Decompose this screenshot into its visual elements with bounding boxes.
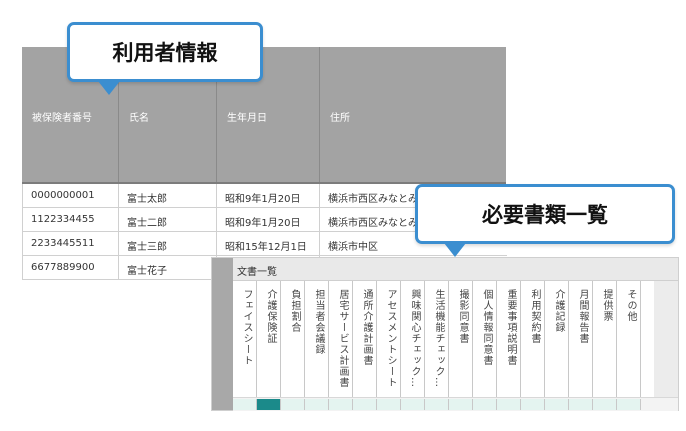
- document-column-header[interactable]: 介護保険証: [257, 281, 281, 397]
- insured-number-cell: 1122334455: [23, 208, 119, 231]
- document-column-label: 生活機能チェック…: [433, 289, 444, 388]
- documents-callout: 必要書類一覧: [415, 184, 675, 244]
- document-status-cell[interactable]: [473, 399, 497, 410]
- document-column-header[interactable]: 提供票: [593, 281, 617, 397]
- header-address[interactable]: 住所: [330, 113, 350, 124]
- document-status-cell[interactable]: [425, 399, 449, 410]
- document-status-cell[interactable]: [257, 399, 281, 410]
- user-info-callout: 利用者情報: [67, 22, 263, 82]
- document-column-label: その他: [625, 289, 636, 322]
- document-status-cell[interactable]: [281, 399, 305, 410]
- document-list-title: 文書一覧: [237, 267, 277, 278]
- insured-number-cell: 2233445511: [23, 232, 119, 255]
- document-column-label: 撮影同意書: [457, 289, 468, 344]
- document-column-header[interactable]: 撮影同意書: [449, 281, 473, 397]
- name-cell: 富士太郎: [119, 184, 217, 207]
- header-insured-number[interactable]: 被保険者番号: [22, 47, 119, 182]
- document-list-panel: 文書一覧 フェイスシート 介護保険証 負担割合 担当者会議録 居宅サービス計画書 通所介護…: [212, 258, 678, 411]
- birthdate-cell: 昭和15年12月1日: [217, 232, 320, 255]
- address-cell: 横浜市西区みなとみ: [328, 218, 418, 229]
- name-cell: 富士二郎: [119, 208, 217, 231]
- document-status-cell[interactable]: [233, 399, 257, 410]
- document-list-titlebar: 文書一覧: [233, 258, 678, 281]
- document-status-cell[interactable]: [545, 399, 569, 410]
- document-status-cell[interactable]: [521, 399, 545, 410]
- document-status-cell[interactable]: [305, 399, 329, 410]
- insured-number-cell: 6677889900: [23, 256, 119, 279]
- document-column-header[interactable]: 生活機能チェック…: [425, 281, 449, 397]
- document-column-label: 介護記録: [553, 289, 564, 333]
- birthdate-cell: 昭和9年1月20日: [217, 208, 320, 231]
- scrollbar[interactable]: [654, 281, 678, 397]
- document-status-cell[interactable]: [329, 399, 353, 410]
- birthdate-cell: 昭和9年1月20日: [217, 184, 320, 207]
- document-column-header[interactable]: 利用契約書: [521, 281, 545, 397]
- user-info-callout-pointer: [98, 81, 120, 95]
- document-column-header[interactable]: 通所介護計画書: [353, 281, 377, 397]
- document-column-header[interactable]: 月間報告書: [569, 281, 593, 397]
- document-column-label: 介護保険証: [265, 289, 276, 344]
- document-column-label: アセスメントシート: [385, 289, 396, 388]
- document-column-label: 利用契約書: [529, 289, 540, 344]
- document-status-cell[interactable]: [617, 399, 641, 410]
- document-column-header[interactable]: その他: [617, 281, 641, 397]
- documents-callout-label: 必要書類一覧: [482, 204, 608, 227]
- document-status-cell[interactable]: [449, 399, 473, 410]
- document-column-header[interactable]: 重要事項説明書: [497, 281, 521, 397]
- user-info-callout-label: 利用者情報: [112, 42, 218, 65]
- document-column-label: 個人情報同意書: [481, 289, 492, 366]
- document-column-header[interactable]: 担当者会議録: [305, 281, 329, 397]
- document-status-cell[interactable]: [497, 399, 521, 410]
- header-name[interactable]: 氏名: [119, 47, 217, 182]
- document-status-cell[interactable]: [569, 399, 593, 410]
- document-column-header[interactable]: 介護記録: [545, 281, 569, 397]
- insured-number-cell: 0000000001: [23, 184, 119, 207]
- document-column-header[interactable]: 興味関心チェック…: [401, 281, 425, 397]
- document-column-label: 月間報告書: [577, 289, 588, 344]
- document-status-cell[interactable]: [401, 399, 425, 410]
- documents-callout-pointer: [444, 243, 466, 257]
- address-cell: 横浜市西区みなとみ: [328, 194, 418, 205]
- name-cell: 富士花子: [119, 256, 217, 279]
- document-column-label: 居宅サービス計画書: [337, 289, 348, 388]
- document-column-header[interactable]: 個人情報同意書: [473, 281, 497, 397]
- document-column-header[interactable]: フェイスシート: [233, 281, 257, 397]
- document-column-label: 負担割合: [289, 289, 300, 333]
- document-column-header[interactable]: 居宅サービス計画書: [329, 281, 353, 397]
- document-status-cell[interactable]: [593, 399, 617, 410]
- document-column-label: 興味関心チェック…: [409, 289, 420, 388]
- row-header-strip: [212, 258, 233, 410]
- document-status-cell[interactable]: [353, 399, 377, 410]
- document-status-cell[interactable]: [377, 399, 401, 410]
- document-column-label: 通所介護計画書: [361, 289, 372, 366]
- document-column-header[interactable]: アセスメントシート: [377, 281, 401, 397]
- address-cell: 横浜市中区: [328, 242, 378, 253]
- header-birthdate[interactable]: 生年月日: [217, 47, 320, 182]
- document-column-label: 提供票: [601, 289, 612, 322]
- name-cell: 富士三郎: [119, 232, 217, 255]
- document-column-label: 重要事項説明書: [505, 289, 516, 366]
- document-column-label: フェイスシート: [241, 289, 252, 366]
- document-column-header[interactable]: 負担割合: [281, 281, 305, 397]
- document-column-label: 担当者会議録: [313, 289, 324, 355]
